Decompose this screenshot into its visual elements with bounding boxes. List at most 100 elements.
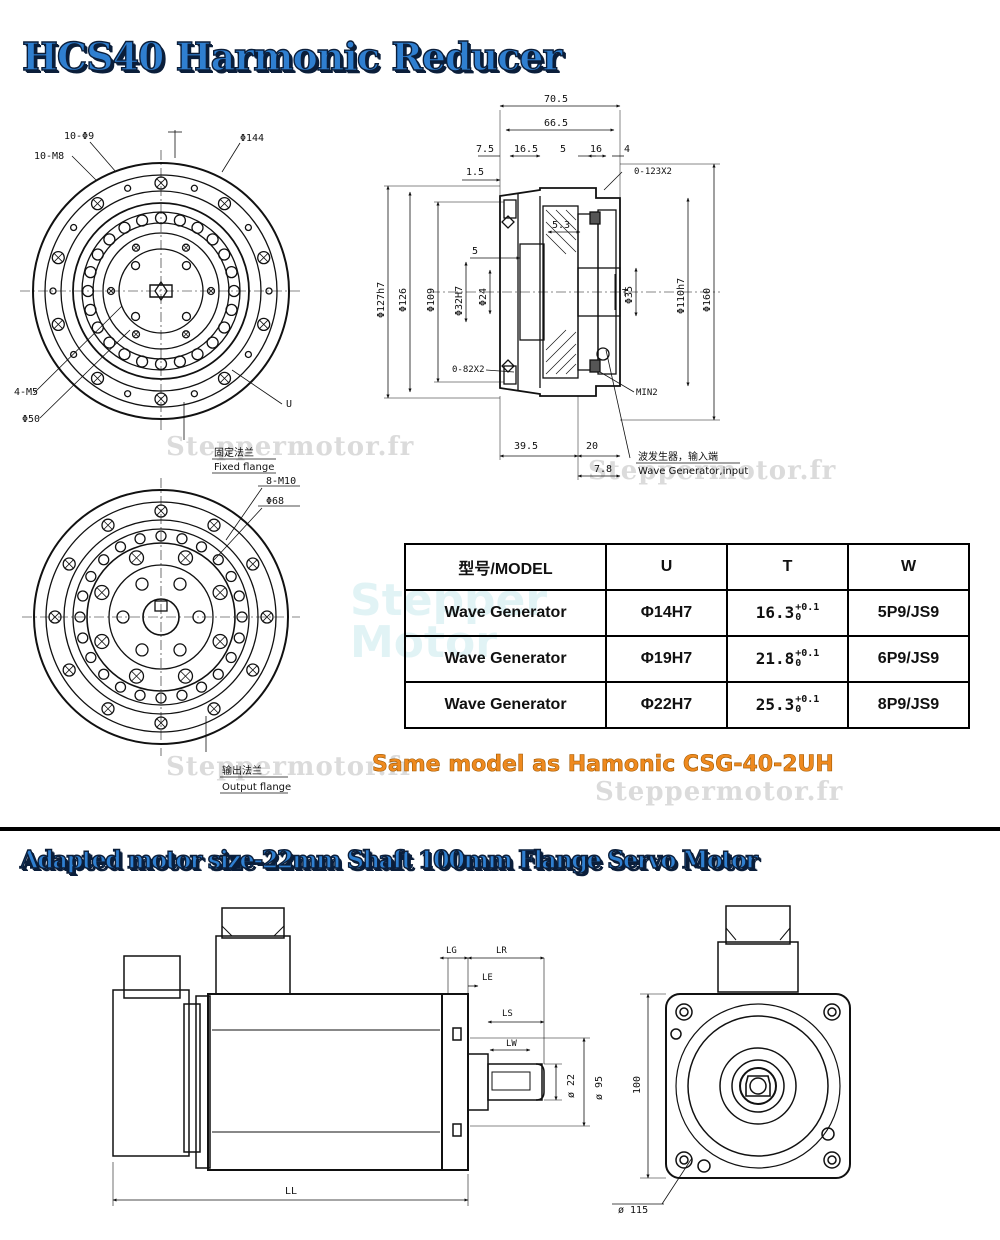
hub-hole	[130, 260, 141, 271]
cell-model: Wave Generator	[404, 681, 607, 729]
bearing-roller	[173, 214, 187, 227]
output-flange-view	[22, 478, 300, 756]
oring-82: 0-82X2	[452, 365, 485, 375]
tapped-hole	[123, 184, 132, 192]
bolt-hole	[195, 681, 208, 693]
dim-ll: LL	[285, 1186, 297, 1197]
bearing-roller	[191, 221, 204, 234]
hub-hole	[181, 311, 192, 322]
fixed-flange-view	[20, 130, 302, 440]
label-8-m10: 8-M10	[266, 476, 296, 487]
threaded-hole-mark	[131, 670, 142, 682]
motor-front-labels: 100 ø 115	[618, 1076, 648, 1216]
dim-1-5: 1.5	[466, 167, 484, 178]
header-model: 型号/MODEL	[404, 543, 607, 591]
dim-dia32: Φ32H7	[454, 286, 465, 316]
dim-t: T	[622, 288, 628, 299]
watermark-text: Steppermotor.fr	[588, 456, 837, 486]
threaded-hole-mark	[96, 636, 108, 647]
dim-dia110: Φ110h7	[676, 278, 687, 314]
bearing-roller	[218, 248, 231, 261]
bearing-roller	[84, 303, 97, 317]
bolt-hole	[134, 689, 146, 701]
bearing-roller-ring	[81, 211, 241, 371]
bolt-hole	[114, 541, 127, 553]
dim-dia35: Φ35	[624, 286, 635, 304]
caption-input-en: Wave Generator,input	[638, 466, 748, 477]
cell-w: 6P9/JS9	[847, 635, 970, 683]
bearing-roller	[135, 214, 149, 227]
bearing-roller	[103, 233, 116, 246]
label-d144: Φ144	[240, 133, 264, 144]
bolt-hole	[77, 590, 89, 602]
bolt-hole	[233, 632, 245, 644]
mounting-hole-mark	[219, 373, 229, 383]
dim-dia127: Φ127h7	[376, 282, 387, 318]
bolt-hole	[77, 632, 89, 644]
watermark-text: Steppermotor.fr	[595, 777, 844, 807]
dim-39-5: 39.5	[514, 441, 538, 452]
tapped-hole	[69, 223, 78, 232]
mounting-hole-mark	[64, 665, 74, 675]
table-header-row: 型号/MODEL U T W	[404, 543, 970, 591]
dim-d115: ø 115	[618, 1205, 648, 1216]
mounting-hole-mark	[103, 520, 113, 530]
tapped-hole	[190, 184, 199, 192]
dim-d22: ø 22	[566, 1074, 577, 1098]
tol-upper: +0.1	[795, 694, 820, 706]
dim-dia160: Φ160	[702, 288, 713, 312]
bolt-hole	[195, 541, 208, 553]
mounting-hole-mark	[209, 520, 219, 530]
mounting-hole	[246, 557, 260, 571]
dim-lg: LG	[446, 946, 457, 956]
tol-lower: 0	[795, 658, 802, 670]
dim-dia24: Φ24	[478, 288, 489, 306]
bearing-roller	[118, 348, 131, 361]
mounting-hole	[62, 557, 76, 571]
caption-fixed-flange-en: Fixed flange	[214, 462, 274, 473]
threaded-hole-mark	[180, 552, 191, 564]
label-4-m5: 4-M5	[14, 387, 38, 398]
mounting-hole	[217, 371, 232, 386]
threaded-hole-mark	[96, 587, 108, 598]
mounting-hole-mark	[93, 199, 103, 209]
cell-w: 5P9/JS9	[847, 589, 970, 637]
mounting-hole	[90, 371, 105, 386]
dim-5-3: 5.3	[552, 220, 570, 231]
bolt-hole	[212, 668, 224, 680]
mounting-hole	[101, 518, 115, 532]
dim-100: 100	[632, 1076, 643, 1094]
cell-u: Φ14H7	[605, 589, 728, 637]
threaded-hole-mark	[214, 636, 226, 647]
cell-w: 8P9/JS9	[847, 681, 970, 729]
bolt-hole	[225, 570, 237, 583]
dim-4: 4	[624, 144, 630, 155]
mounting-hole	[257, 317, 271, 332]
reducer-section-title: HCS40 Harmonic Reducer	[21, 33, 563, 79]
bearing-roller	[206, 233, 219, 246]
motor-section-title: Adapted motor size-22mm Shaft 100mm Flan…	[19, 844, 758, 874]
label-10-d9: 10-Φ9	[64, 131, 94, 142]
motor-front-view	[612, 905, 851, 1205]
bolt-hole	[212, 554, 224, 566]
header-w: W	[847, 543, 970, 591]
mounting-hole-mark	[259, 253, 269, 263]
threaded-hole	[128, 668, 145, 684]
wave-generator-spec-table: 型号/MODEL U T W Wave Generator Φ14H7 16.3…	[404, 543, 970, 729]
mounting-hole	[62, 663, 76, 677]
dim-lw: LW	[506, 1039, 517, 1049]
mounting-hole-mark	[248, 665, 258, 675]
bolt-hole-ring	[74, 530, 248, 704]
hub-hole	[181, 260, 192, 271]
t-value: 21.8	[755, 648, 795, 668]
tapped-hole	[49, 287, 57, 295]
watermark-text: Steppermotor.fr	[166, 432, 415, 462]
caption-fixed-flange-cn: 固定法兰	[214, 446, 254, 459]
mounting-hole	[90, 196, 105, 211]
mounting-hole-mark	[219, 199, 229, 209]
label-d50: Φ50	[22, 414, 40, 425]
